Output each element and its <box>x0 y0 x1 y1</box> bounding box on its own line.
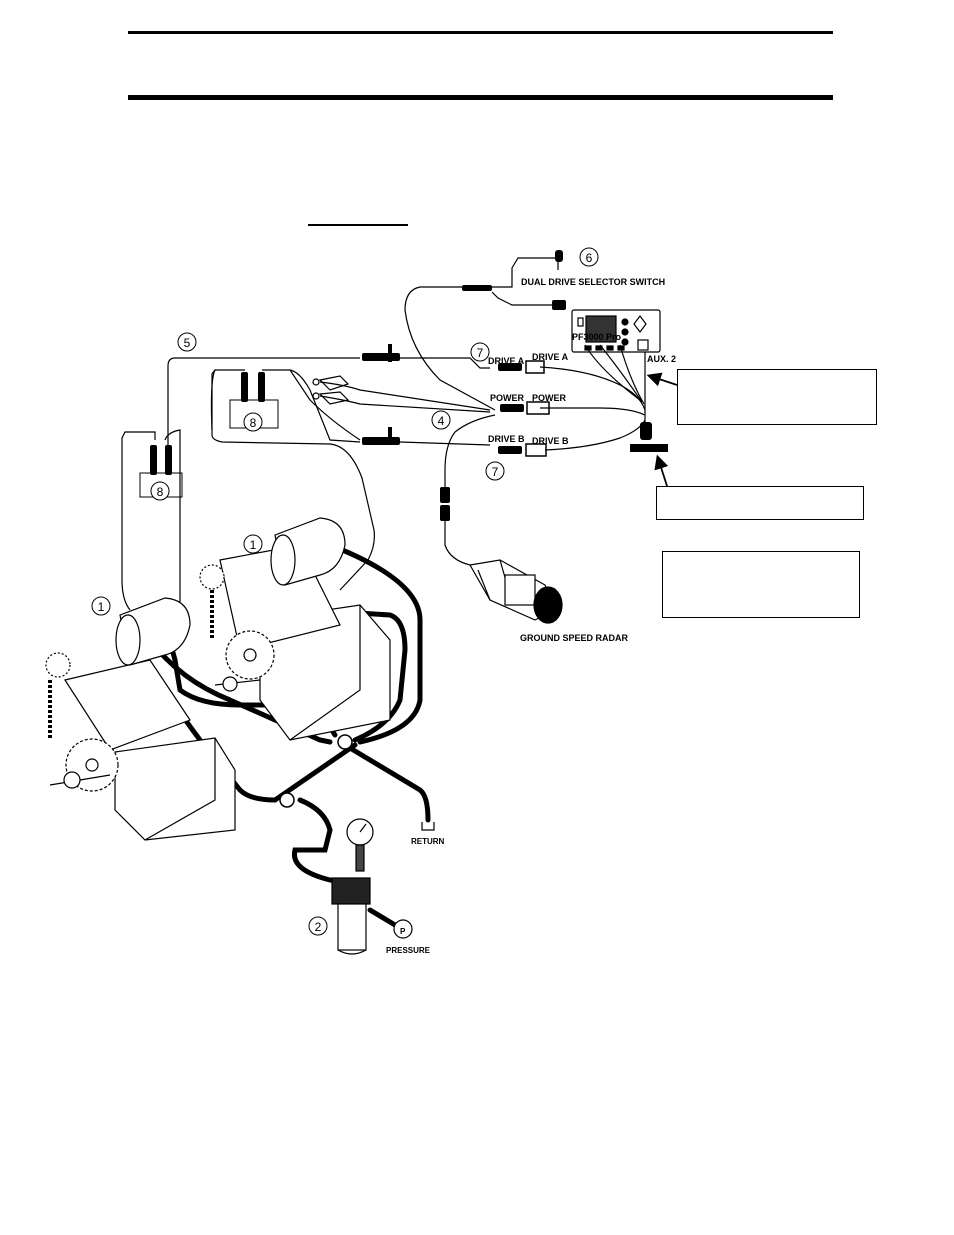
label-power-left: POWER <box>490 393 525 403</box>
svg-text:7: 7 <box>477 346 484 360</box>
ring-terminals <box>312 375 350 405</box>
annotation-box-connector <box>656 486 864 520</box>
header-rule-thin <box>128 31 833 34</box>
label-return: RETURN <box>411 837 445 846</box>
callout-1b: 1 <box>91 596 111 616</box>
hydraulic-tees <box>279 734 353 808</box>
label-drive-b-right: DRIVE B <box>532 436 569 446</box>
selector-connector <box>462 285 492 291</box>
callout-7a: 7 <box>470 342 490 362</box>
callout-1a: 1 <box>243 534 263 554</box>
svg-text:5: 5 <box>184 336 191 350</box>
svg-text:6: 6 <box>586 251 593 265</box>
wiring-harness <box>121 257 646 651</box>
label-pressure-symbol: P <box>400 927 406 936</box>
callout-2: 2 <box>308 916 328 936</box>
label-drive-a-left: DRIVE A <box>488 356 525 366</box>
aux2-plug <box>630 444 668 452</box>
motor-assembly-lower <box>45 597 236 841</box>
figure-title-underline <box>308 224 408 226</box>
drive-b-connector <box>498 446 522 454</box>
callout-4: 4 <box>431 410 451 430</box>
label-aux2: AUX. 2 <box>647 354 676 364</box>
leader-arrows <box>646 372 678 487</box>
svg-text:7: 7 <box>492 465 499 479</box>
callout-7b: 7 <box>485 461 505 481</box>
label-dual-drive-selector-switch: DUAL DRIVE SELECTOR SWITCH <box>521 277 665 287</box>
arrow-to-aux2 <box>646 372 678 387</box>
selector-switch-knob <box>555 250 563 262</box>
svg-text:4: 4 <box>438 414 445 428</box>
pressure-port <box>393 919 413 939</box>
label-drive-b-left: DRIVE B <box>488 434 525 444</box>
callout-6: 6 <box>579 247 599 267</box>
pf3000-controller <box>571 309 661 353</box>
ground-speed-radar <box>469 559 563 624</box>
aux2-connector <box>640 422 652 440</box>
svg-text:2: 2 <box>315 920 322 934</box>
label-drive-a-right: DRIVE A <box>532 352 569 362</box>
return-fitting <box>421 822 435 831</box>
callouts: 6 5 7 8 4 7 8 1 1 2 <box>91 247 599 936</box>
callout-8b: 8 <box>150 481 170 501</box>
diagram-labels: DUAL DRIVE SELECTOR SWITCH PF3000 Pro DR… <box>386 277 676 955</box>
svg-text:1: 1 <box>250 538 257 552</box>
arrow-to-aux2-plug <box>654 454 669 487</box>
drive-a-connector <box>498 363 522 371</box>
svg-text:8: 8 <box>250 416 257 430</box>
header-rule-thick <box>128 95 833 100</box>
pressure-gauge <box>346 818 374 872</box>
label-ground-speed-radar: GROUND SPEED RADAR <box>520 633 629 643</box>
drive-b-connector-left <box>362 437 400 445</box>
drive-a-connector-left <box>362 353 400 361</box>
svg-text:8: 8 <box>157 485 164 499</box>
label-pf3000-pro: PF3000 Pro <box>572 332 622 342</box>
label-power-right: POWER <box>532 393 567 403</box>
svg-text:1: 1 <box>98 600 105 614</box>
label-pressure: PRESSURE <box>386 946 431 955</box>
motor-assembly-upper <box>199 517 391 741</box>
annotation-box-aux <box>677 369 877 425</box>
callout-8a: 8 <box>243 412 263 432</box>
hydraulic-filter <box>331 877 371 955</box>
annotation-box-empty <box>662 551 860 618</box>
callout-5: 5 <box>177 332 197 352</box>
power-connector <box>500 404 524 412</box>
connectors <box>150 250 668 521</box>
